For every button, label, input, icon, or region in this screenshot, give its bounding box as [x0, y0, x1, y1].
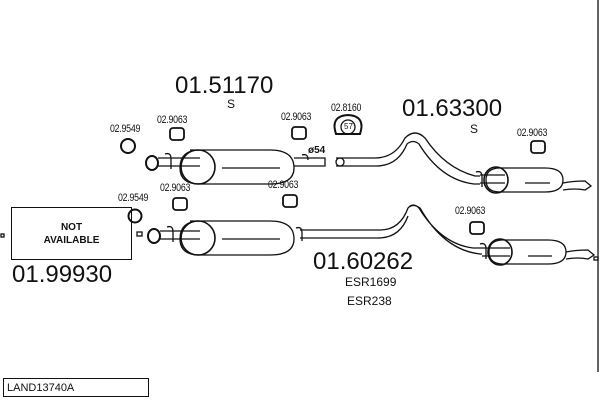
part-suffix: S	[470, 122, 479, 136]
part-suffix: S	[227, 97, 236, 111]
hanger-icon	[169, 127, 185, 141]
connector-mark	[0, 233, 5, 238]
accessory-label: 02.9063	[455, 205, 486, 217]
ref-esr1699: ESR1699	[345, 275, 397, 289]
middle-muffler-upper	[120, 138, 326, 185]
gasket-ring-icon	[127, 208, 143, 224]
reference-label: LAND13740A	[3, 378, 149, 397]
hanger-icon	[172, 197, 188, 211]
flange-icon	[145, 155, 159, 171]
accessory-label: 02.9549	[118, 192, 149, 204]
not-available-line1: NOT	[60, 221, 83, 233]
accessory-label: 02.9063	[160, 182, 191, 194]
hanger-icon	[469, 221, 485, 235]
not-available-line2: AVAILABLE	[43, 234, 100, 246]
gasket-ring-icon	[120, 138, 136, 154]
part-number-01-51170: 01.51170	[175, 72, 274, 99]
not-available-box: NOT AVAILABLE	[11, 207, 132, 260]
accessory-label: 02.9549	[110, 123, 141, 135]
lower-assembly	[127, 204, 599, 266]
accessory-label: 02.9063	[517, 127, 548, 139]
hanger-icon	[291, 126, 307, 140]
connector-mark	[136, 231, 143, 237]
pipe-diameter: ø54	[308, 145, 326, 156]
ref-esr238: ESR238	[347, 294, 392, 308]
hanger-icon	[530, 140, 546, 154]
clamp-size: 57	[344, 122, 353, 131]
part-number-01-63300: 01.63300	[402, 95, 503, 122]
part-number-01-99930: 01.99930	[12, 261, 113, 288]
rear-muffler-upper	[335, 132, 593, 194]
part-number-01-60262: 01.60262	[313, 248, 414, 275]
accessory-label: 02.8160	[331, 102, 362, 114]
accessory-label: 02.9063	[281, 111, 312, 123]
accessory-label: 02.9063	[157, 114, 188, 126]
hanger-icon	[282, 194, 298, 208]
clamp-icon	[333, 113, 363, 135]
flange-icon	[147, 228, 161, 244]
hanger-icons	[169, 126, 546, 235]
accessory-label: 02.9063	[268, 179, 299, 191]
